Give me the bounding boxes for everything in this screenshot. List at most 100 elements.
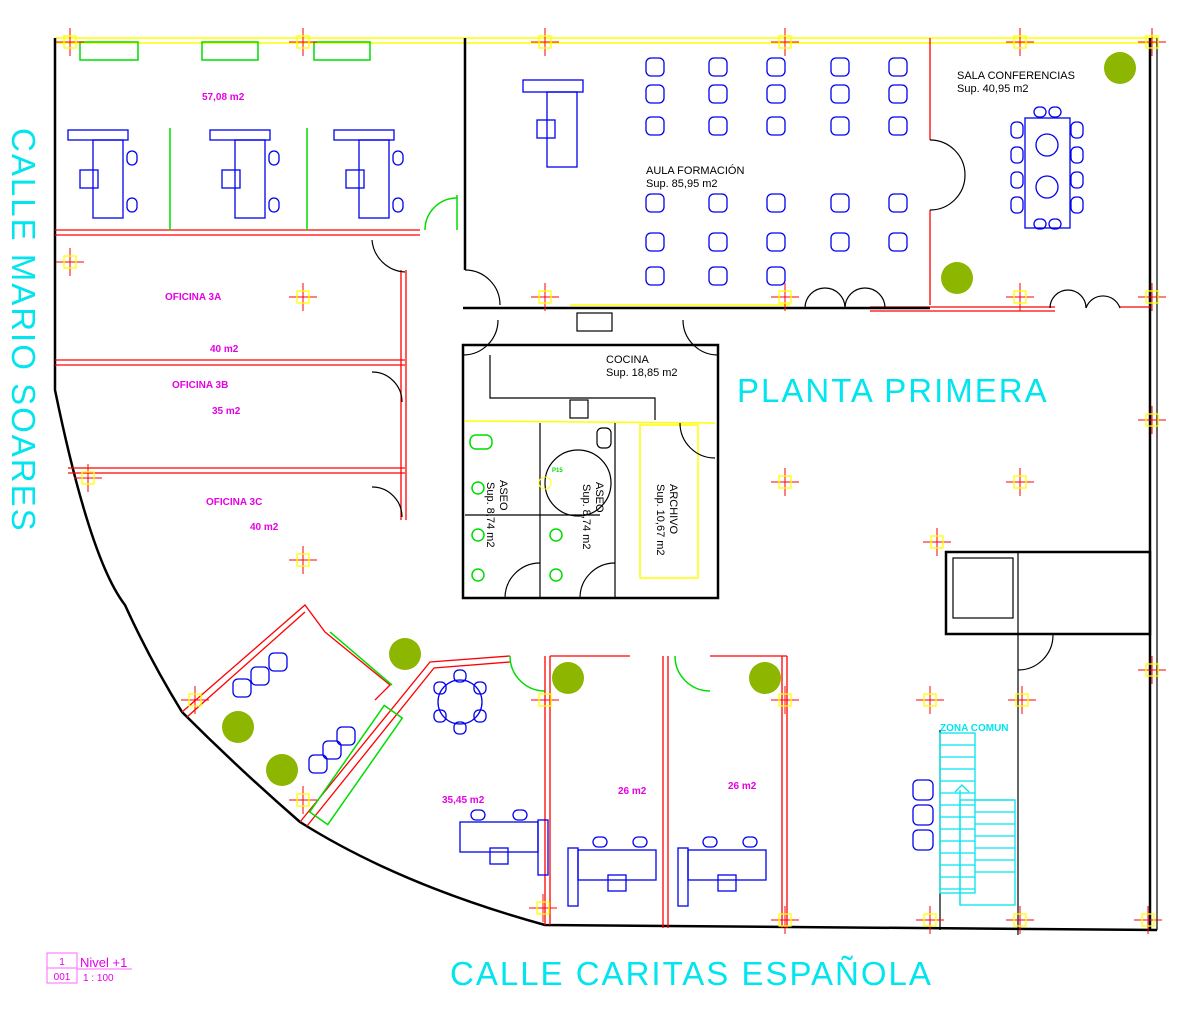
column-marker [1006,906,1034,934]
column-marker [1008,686,1036,714]
column [1013,475,1027,489]
oficina-3b-label: OFICINA 3B [172,380,228,391]
stair-arrow [954,784,970,793]
level-label: Nivel +1 [80,955,127,970]
column-marker [771,468,799,496]
chair [830,84,850,104]
plants [222,52,1136,786]
column [538,290,552,304]
chair [766,84,786,104]
column-marker [916,906,944,934]
column [1013,290,1027,304]
chair [888,193,908,213]
column-marker [181,686,209,714]
chair [512,809,528,821]
street-left: CALLE MARIO SOARES [5,128,42,533]
column [923,693,937,707]
aseo2-area: Sup. 8,74 m2 [580,484,592,549]
chair [888,116,908,136]
column [63,35,77,49]
column-marker [771,283,799,311]
sala-area: Sup. 40,95 m2 [957,83,1029,95]
chair [766,116,786,136]
column-marker [56,248,84,276]
furniture [67,79,1071,907]
chair [308,754,328,774]
column-marker [923,528,951,556]
chair [392,150,404,166]
column [778,475,792,489]
chair [1033,218,1047,230]
sala-name: SALA CONFERENCIAS [957,70,1075,82]
column [296,553,310,567]
office-bm-area: 26 m2 [618,786,647,797]
column [1013,35,1027,49]
chair [322,740,342,760]
plan-title: PLANTA PRIMERA [737,372,1049,409]
desk [459,819,549,876]
chair [766,193,786,213]
chair [1070,146,1084,164]
chair [708,57,728,77]
outer-walls [53,37,1158,932]
chair [702,836,718,848]
chair [250,666,270,686]
chair [1070,121,1084,139]
sheet-number: 001 [54,972,71,983]
chair [232,678,252,698]
chair [1070,196,1084,214]
chair [1033,106,1047,118]
oficina-3c-label: OFICINA 3C [206,497,262,508]
chair [268,652,288,672]
toilet-fixtures [469,427,612,582]
partitions [55,38,1150,928]
chair [470,809,486,821]
column-marker [1138,283,1166,311]
chair [268,150,280,166]
chair [473,681,487,695]
aula-name: AULA FORMACIÓN [646,164,744,177]
chair [888,57,908,77]
street-bottom: CALLE CARITAS ESPAÑOLA [450,955,933,992]
column [538,693,552,707]
desk [209,129,271,219]
desk [567,847,657,907]
column-marker [289,786,317,814]
column-marker [1138,656,1166,684]
chair [708,232,728,252]
chair [1048,106,1062,118]
column-marker [74,464,102,492]
chair [830,232,850,252]
chair [708,116,728,136]
cocina-name: COCINA [606,354,649,366]
column [778,290,792,304]
office-top-area: 57,08 m2 [202,92,245,103]
chair [766,266,786,286]
chair [708,193,728,213]
chair [708,84,728,104]
column [923,913,937,927]
chair [645,116,665,136]
desk [333,129,395,219]
chair [453,669,467,683]
chair [126,150,138,166]
chair [645,232,665,252]
column-marker [916,686,944,714]
chair [645,84,665,104]
column [1015,693,1029,707]
column [930,535,944,549]
column [1145,35,1159,49]
column-marker [1134,906,1162,934]
column-marker [289,546,317,574]
chair [888,84,908,104]
chair [645,193,665,213]
column [296,290,310,304]
column [1145,413,1159,427]
archivo-area: Sup. 10,67 m2 [654,484,666,556]
desk [677,847,767,907]
chair [1010,196,1024,214]
column-marker [1006,468,1034,496]
chair [473,709,487,723]
chair [592,836,608,848]
oficina-3a-area: 40 m2 [210,344,239,355]
